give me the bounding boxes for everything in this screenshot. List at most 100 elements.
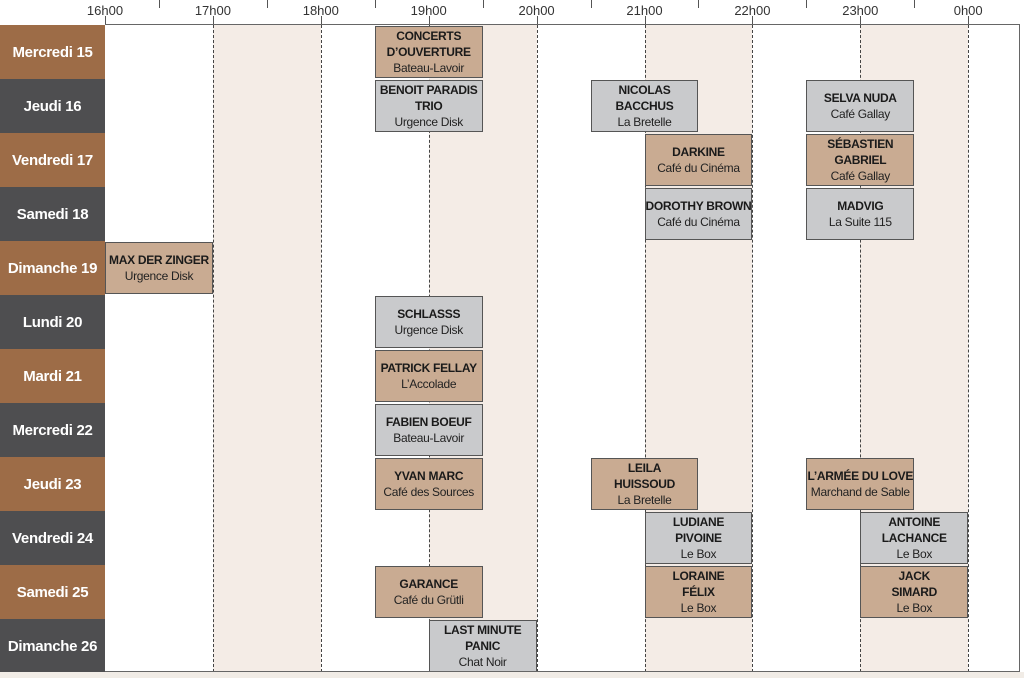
hour-label: 20h00	[518, 3, 555, 18]
hour-label: 22h00	[734, 3, 771, 18]
event-block[interactable]: FABIEN BOEUF Bateau-Lavoir	[374, 404, 483, 456]
event-artist: DOROTHY BROWN	[645, 199, 752, 213]
event-venue: Bateau-Lavoir	[393, 431, 465, 445]
hour-gridline	[320, 25, 322, 672]
event-block[interactable]: ANTOINE LACHANCE Le Box	[860, 512, 969, 564]
event-artist: L’ARMÉE DU LOVE	[807, 469, 914, 483]
day-label: Lundi 20	[0, 295, 105, 349]
time-tick	[590, 0, 592, 8]
event-artist: FABIEN BOEUF	[385, 415, 472, 429]
hour-gridline	[860, 25, 862, 672]
day-label: Dimanche 19	[0, 241, 105, 295]
time-tick	[482, 0, 484, 8]
time-tick	[320, 16, 322, 24]
event-block[interactable]: DOROTHY BROWN Café du Cinéma	[644, 188, 753, 240]
day-label: Vendredi 24	[0, 511, 105, 565]
event-venue: Café du Grütli	[393, 593, 464, 607]
event-venue: La Bretelle	[617, 115, 672, 129]
day-label: Jeudi 16	[0, 79, 105, 133]
hour-label: 18h00	[302, 3, 339, 18]
event-artist: LAST MINUTE PANIC	[443, 623, 522, 653]
time-tick	[914, 0, 916, 8]
event-artist: GARANCE	[399, 577, 458, 591]
hour-band	[428, 25, 537, 672]
time-tick	[752, 16, 754, 24]
time-tick	[536, 16, 538, 24]
time-tick	[860, 16, 862, 24]
event-venue: Café du Cinéma	[657, 215, 740, 229]
time-tick	[644, 16, 646, 24]
event-venue: Bateau-Lavoir	[393, 61, 465, 75]
event-venue: Urgence Disk	[394, 323, 463, 337]
event-artist: NICOLAS BACCHUS	[615, 83, 674, 113]
day-label: Mercredi 15	[0, 25, 105, 79]
event-venue: L’Accolade	[401, 377, 457, 391]
hour-gridline	[752, 25, 754, 672]
hour-label: 23h00	[842, 3, 879, 18]
event-artist: SCHLASSS	[397, 307, 461, 321]
event-artist: JACK SIMARD	[891, 569, 938, 599]
event-venue: Café du Cinéma	[657, 161, 740, 175]
event-block[interactable]: LAST MINUTE PANIC Chat Noir	[428, 620, 537, 672]
hour-gridline	[212, 25, 214, 672]
day-label: Samedi 18	[0, 187, 105, 241]
time-tick	[374, 0, 376, 8]
hour-label: 19h00	[410, 3, 447, 18]
event-artist: CONCERTS D’OUVERTURE	[386, 29, 471, 59]
event-block[interactable]: GARANCE Café du Grütli	[374, 566, 483, 618]
event-venue: La Bretelle	[617, 493, 672, 507]
time-tick	[698, 0, 700, 8]
time-tick	[158, 0, 160, 8]
time-tick	[428, 16, 430, 24]
event-venue: Le Box	[680, 601, 717, 615]
event-venue: La Suite 115	[828, 215, 892, 229]
event-block[interactable]: SÉBASTIEN GABRIEL Café Gallay	[806, 134, 915, 186]
event-block[interactable]: CONCERTS D’OUVERTURE Bateau-Lavoir	[374, 26, 483, 78]
event-artist: SÉBASTIEN GABRIEL	[827, 137, 894, 167]
time-tick	[266, 0, 268, 8]
event-venue: Marchand de Sable	[810, 485, 910, 499]
hour-label: 21h00	[626, 3, 663, 18]
hour-gridline	[968, 25, 970, 672]
event-block[interactable]: L’ARMÉE DU LOVE Marchand de Sable	[806, 458, 915, 510]
event-venue: Le Box	[896, 547, 933, 561]
event-venue: Café Gallay	[830, 169, 891, 183]
event-venue: Urgence Disk	[124, 269, 194, 283]
event-block[interactable]: NICOLAS BACCHUS La Bretelle	[590, 80, 699, 132]
event-block[interactable]: LEILA HUISSOUD La Bretelle	[590, 458, 699, 510]
event-block[interactable]: LUDIANE PIVOINE Le Box	[644, 512, 753, 564]
event-artist: ANTOINE LACHANCE	[881, 515, 947, 545]
hour-gridline	[644, 25, 646, 672]
day-label: Mercredi 22	[0, 403, 105, 457]
event-artist: LUDIANE PIVOINE	[672, 515, 725, 545]
event-artist: BENOIT PARADIS TRIO	[379, 83, 478, 113]
event-venue: Chat Noir	[458, 655, 507, 669]
day-label: Dimanche 26	[0, 619, 105, 673]
event-artist: LEILA HUISSOUD	[614, 461, 675, 491]
event-artist: YVAN MARC	[394, 469, 464, 483]
event-venue: Café Gallay	[830, 107, 891, 121]
time-tick	[968, 16, 970, 24]
day-label: Samedi 25	[0, 565, 105, 619]
hour-band	[644, 25, 753, 672]
header-divider	[105, 24, 1020, 25]
hour-label: 0h00	[953, 3, 983, 18]
hour-label: 17h00	[194, 3, 231, 18]
hour-band	[212, 25, 321, 672]
event-block[interactable]: SCHLASSS Urgence Disk	[374, 296, 483, 348]
event-venue: Le Box	[680, 547, 717, 561]
time-tick	[806, 0, 808, 8]
hour-band	[860, 25, 969, 672]
hour-gridline	[536, 25, 538, 672]
day-label: Mardi 21	[0, 349, 105, 403]
